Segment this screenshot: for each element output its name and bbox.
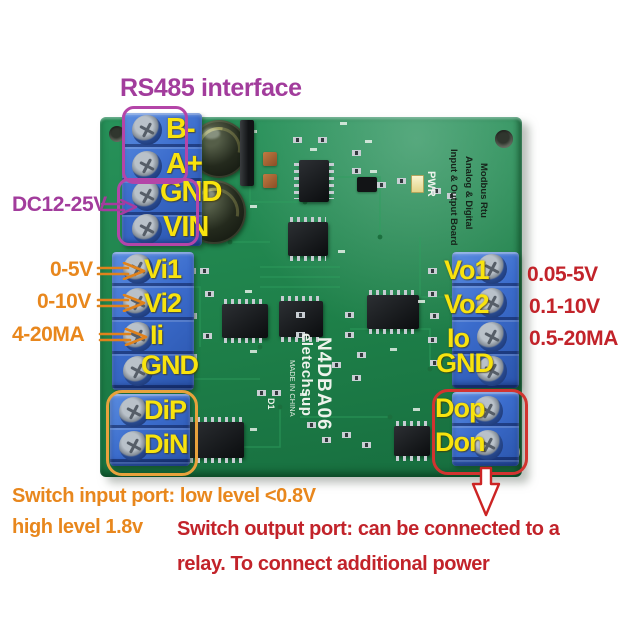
dc-power-label: DC12-25V [12,193,107,216]
pin-label-vi2: Vi2 [144,288,182,318]
ic-chip [279,296,323,342]
soic8-chip [294,160,334,202]
range-05-20ma-label: 0.5-20MA [529,327,619,350]
pin-label-vo1: Vo1 [444,255,490,285]
range-01-10v-label: 0.1-10V [529,295,600,318]
switch-output-note-line2: relay. To connect additional power [177,553,490,575]
switch-output-note-line1: Switch output port: can be connected to … [177,518,560,540]
pin-label-dip: DiP [144,395,187,425]
sot23-transistor [357,177,377,192]
switch-input-note-line1: Switch input port: low level <0.8V [12,485,316,507]
range-4-20ma-label: 4-20MA [12,323,85,346]
power-arrow-icon [100,199,138,215]
tantalum-capacitor [263,152,277,166]
ic-chip [367,290,419,334]
terminal-screw [119,431,149,461]
terminal-screw [132,115,162,145]
board-desc-line2: Analog & Digital [463,156,474,230]
rs485-interface-label: RS485 interface [120,74,302,102]
terminal-screw [132,214,162,244]
pwr-label: PWR [425,171,437,197]
smd-resistor-bands [296,138,299,142]
terminal-screw [477,288,507,318]
model-number-text: N4DBA06 [313,337,334,431]
terminal-screw [119,397,149,427]
ii-arrow-icon [98,328,148,346]
ic-chip [394,421,430,461]
tantalum-capacitor [263,174,277,188]
pin-label-vin: VIN [163,211,209,243]
pin-label-ii: Ii [150,320,164,350]
digital-in-highlight-box [106,390,198,476]
range-0-10v-label: 0-10V [37,290,92,313]
board-desc-line1: Modbus Rtu [478,163,489,218]
terminal-screw [473,396,503,426]
vi2-arrow-icon [96,294,146,312]
pin-label-vo2: Vo2 [444,289,490,319]
vi1-arrow-icon [96,262,146,280]
d1-label: D1 [266,398,276,410]
brand-text: eletechsup [298,333,315,417]
switch-input-note-line2: high level 1.8v [12,516,143,538]
inductor-component [240,120,254,186]
power-highlight-box [117,178,199,246]
board-desc-line3: Input & Output Board [448,149,459,246]
mounting-hole-top-left [109,126,125,142]
terminal-screw [477,254,507,284]
pin-label-gnd3: GND [436,348,494,378]
terminal-screw [123,288,153,318]
ic-chip [222,299,268,343]
origin-text: MADE IN CHINA [288,360,297,417]
terminal-screw [473,430,503,460]
rs485-highlight-box [122,106,188,184]
terminal-screw [477,356,507,386]
pin-label-don: Don [435,427,485,457]
switch-output-arrow-icon [471,466,501,517]
pin-label-vi1: Vi1 [144,254,182,284]
mcu-chip [288,217,328,261]
terminal-screw [132,181,162,211]
power-led [411,175,424,193]
pin-label-din: DiN [144,429,188,459]
range-005-5v-label: 0.05-5V [527,263,598,286]
pin-label-b-minus: B- [166,113,196,145]
pin-label-gnd2: GND [141,350,199,380]
digital-out-highlight-box [432,389,528,475]
terminal-screw [123,322,153,352]
pin-label-io: Io [447,323,470,353]
terminal-screw [477,322,507,352]
mounting-hole-top-right [495,130,513,148]
terminal-screw [132,151,162,181]
range-0-5v-label: 0-5V [50,258,93,281]
terminal-screw [123,356,153,386]
